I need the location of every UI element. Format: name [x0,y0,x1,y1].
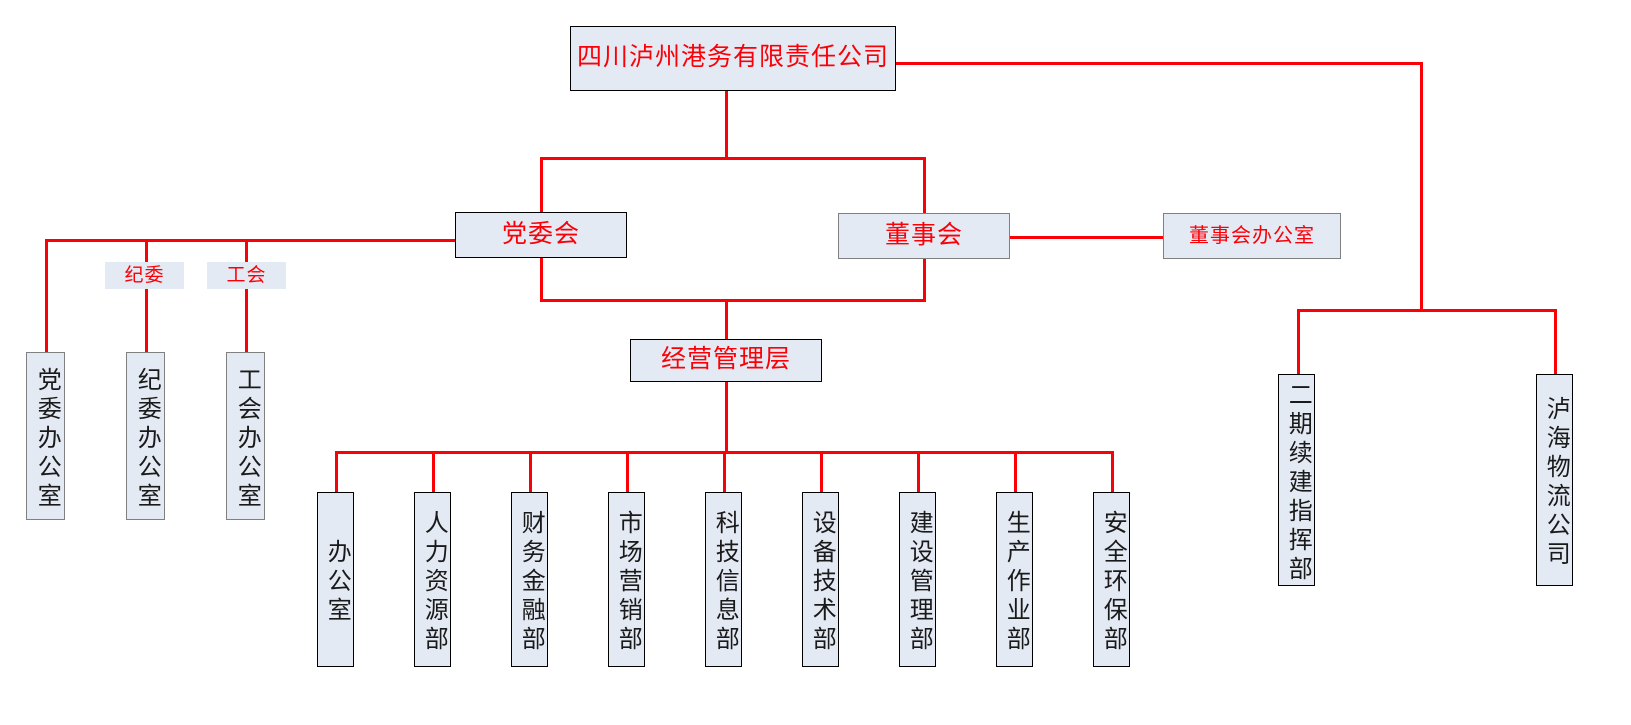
node-label: 安全环保部 [1099,510,1126,655]
node-label: 设备技术部 [808,510,835,655]
connector-dept-drop-3 [529,451,532,493]
connector-dept-drop-1 [335,451,338,493]
connector-dept-drop-9 [1111,451,1114,493]
connector-down-to-party [540,157,543,213]
connector-dept-drop-7 [917,451,920,493]
node-label: 办公室 [323,539,350,626]
connector-level2-bus [540,157,926,160]
node-management-layer[interactable]: 经营管理层 [630,339,822,382]
node-luhai-logistics-company[interactable]: 泸海物流公司 [1536,374,1573,586]
node-discipline-committee-office[interactable]: 纪委办公室 [126,352,165,520]
node-party-committee-office[interactable]: 党委办公室 [26,352,65,520]
connector-down-to-luhai [1554,309,1557,375]
node-label: 生产作业部 [1002,510,1029,655]
node-label: 科技信息部 [711,510,738,655]
node-label: 工会 [226,264,267,286]
connector-title-down [725,90,728,160]
node-label: 纪委办公室 [133,366,160,512]
node-company-title[interactable]: 四川泸州港务有限责任公司 [570,26,896,91]
node-discipline-committee[interactable]: 纪委 [105,262,184,289]
connector-down-to-union-office [245,239,248,354]
connector-title-right [895,62,1423,65]
connector-party-down [540,257,543,302]
node-department-equipment-technology[interactable]: 设备技术部 [802,492,839,667]
node-label: 财务金融部 [517,510,544,655]
connector-dept-drop-5 [723,451,726,493]
node-label: 四川泸州港务有限责任公司 [576,44,889,72]
node-labor-union-office[interactable]: 工会办公室 [226,352,265,520]
node-department-human-resources[interactable]: 人力资源部 [414,492,451,667]
connector-dept-drop-8 [1014,451,1017,493]
connector-dept-drop-6 [820,451,823,493]
connector-management-bus [540,299,926,302]
node-label: 市场营销部 [614,510,641,655]
connector-down-to-phase2 [1297,309,1300,375]
connector-down-to-board [923,157,926,213]
node-department-technology-information[interactable]: 科技信息部 [705,492,742,667]
node-label: 董事会 [884,221,963,249]
node-board-of-directors[interactable]: 董事会 [838,213,1010,259]
node-department-finance[interactable]: 财务金融部 [511,492,548,667]
node-label: 党委会 [501,220,580,248]
connector-management-down [725,381,728,453]
connector-board-down [923,259,926,302]
node-department-construction-management[interactable]: 建设管理部 [899,492,936,667]
connector-party-left-bus [45,239,457,242]
node-label: 人力资源部 [420,510,447,655]
connector-right-down [1420,62,1423,312]
connector-down-to-discipline-office [145,239,148,354]
node-label: 纪委 [124,264,165,286]
node-department-general-office[interactable]: 办公室 [317,492,354,667]
node-phase-two-construction-hq[interactable]: 二期续建指挥部 [1278,374,1315,586]
connector-down-to-management [725,299,728,339]
connector-down-to-party-office [45,239,48,354]
node-department-production-operations[interactable]: 生产作业部 [996,492,1033,667]
node-label: 建设管理部 [905,510,932,655]
node-label: 董事会办公室 [1189,224,1315,247]
node-label: 二期续建指挥部 [1284,381,1311,585]
node-department-safety-environment[interactable]: 安全环保部 [1093,492,1130,667]
node-label: 经营管理层 [660,346,791,374]
node-department-marketing[interactable]: 市场营销部 [608,492,645,667]
node-party-committee[interactable]: 党委会 [455,212,627,258]
node-label: 泸海物流公司 [1542,396,1569,570]
connector-dept-drop-2 [432,451,435,493]
node-board-office[interactable]: 董事会办公室 [1163,213,1341,259]
connector-board-to-office [1008,236,1163,239]
node-labor-union[interactable]: 工会 [207,262,286,289]
connector-subsidiary-bus [1297,309,1557,312]
node-label: 党委办公室 [33,366,60,512]
node-label: 工会办公室 [233,366,260,512]
connector-dept-drop-4 [626,451,629,493]
